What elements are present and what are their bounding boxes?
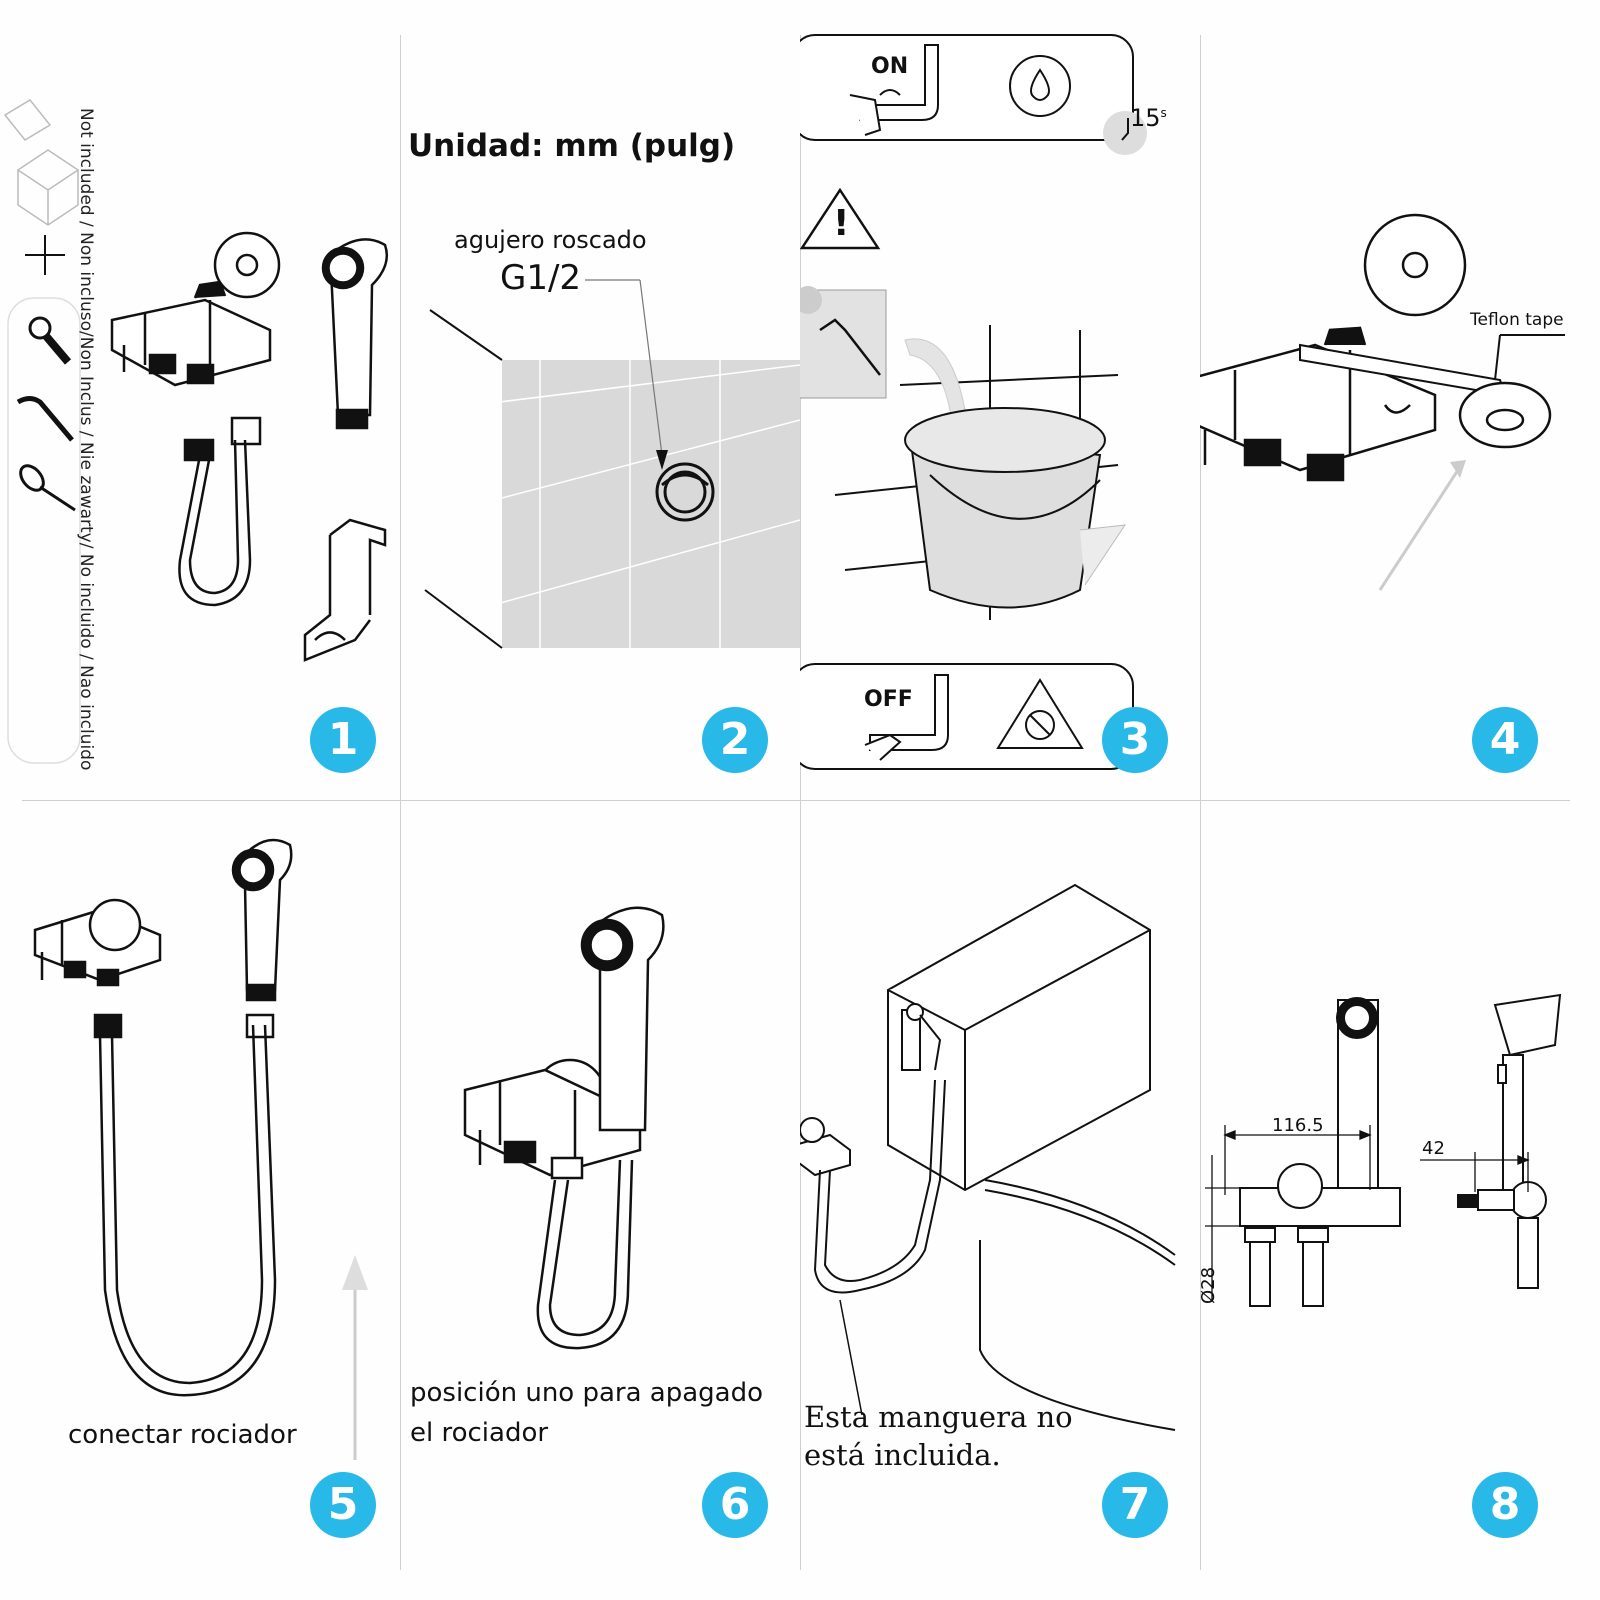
divider-h (22, 800, 1570, 801)
tank-sprayer (901, 1003, 942, 1071)
angle-valve (110, 231, 281, 387)
step-badge-7: 7 (1102, 1472, 1168, 1538)
arrow-up-icon-5 (342, 1255, 368, 1290)
valve-on-icon (849, 44, 939, 136)
panel-step-4: Teflon tape 4 (1200, 0, 1600, 800)
step-badge-1: 1 (310, 707, 376, 773)
screwdriver-icon (19, 464, 76, 512)
on-label: ON (871, 54, 909, 79)
timer-icon (1103, 111, 1147, 155)
no-water-icon (996, 678, 1084, 749)
sprayer-head-5 (231, 838, 293, 1002)
long-hose (93, 1013, 277, 1397)
off-label: OFF (864, 687, 913, 712)
hex-key-icon (16, 396, 74, 442)
position-caption-line2: el rociador (410, 1418, 549, 1448)
hose-not-included-line1: Esta manguera no (804, 1400, 1073, 1434)
side-view (1457, 993, 1562, 1289)
sprayer-head (321, 238, 389, 430)
panel-step-8: 116.5 42 Ø28 8 (1200, 800, 1600, 1600)
tank-hose (813, 1079, 946, 1294)
front-view (1239, 997, 1401, 1307)
hose-not-included-line2: está incluida. (804, 1438, 1001, 1472)
divider-v3 (1200, 35, 1201, 1570)
threaded-hole (655, 462, 715, 522)
toilet-install-illustration (800, 883, 1176, 1431)
tools-box (7, 297, 81, 764)
assembled-sprayer (580, 906, 665, 1132)
valve-small (33, 898, 162, 987)
step-badge-3: 3 (1102, 707, 1168, 773)
wrench-icon (28, 316, 72, 365)
width-dim-line (1223, 1125, 1372, 1195)
dimensions-drawing (1205, 993, 1562, 1307)
valve-body (1200, 326, 1437, 482)
teflon-tape-label: Teflon tape (1470, 310, 1564, 330)
flush-illustration (800, 34, 1147, 770)
step-badge-2: 2 (702, 707, 768, 773)
not-included-text: Not included / Non incluso/Non Inclus / … (76, 108, 96, 771)
flexible-hose (178, 416, 262, 607)
panel-step-6: posición uno para apagado el rociador 6 (400, 800, 800, 1600)
panel-step-3: ON 15s ! OFF 3 (800, 0, 1200, 800)
warning-mark: ! (833, 203, 850, 244)
diameter-dim-line (1205, 1155, 1240, 1300)
divider-v1 (400, 35, 401, 1570)
step-badge-8: 8 (1472, 1472, 1538, 1538)
wall-flange (1363, 213, 1467, 317)
panel-step-5: conectar rociador 5 (0, 800, 400, 1600)
timer-seconds: 15s (1130, 104, 1167, 132)
panel-step-1: Not included / Non incluso/Non Inclus / … (0, 0, 400, 800)
connect-sprayer-caption: conectar rociador (68, 1420, 297, 1450)
connect-sprayer-illustration (33, 838, 368, 1460)
panel-step-7: Esta manguera no está incluida. 7 (800, 800, 1200, 1600)
panel-step-2: Unidad: mm (pulg) agujero roscado G1/2 2 (400, 0, 800, 800)
width-dimension: 116.5 (1272, 1115, 1324, 1136)
timer-seconds-value: 15 (1130, 104, 1161, 132)
arrow-up-icon (1450, 460, 1466, 478)
teflon-tape-illustration (1200, 213, 1565, 591)
toilet-bowl (979, 1179, 1176, 1431)
depth-dim-line (1420, 1152, 1530, 1192)
depth-dimension: 42 (1422, 1138, 1445, 1159)
threaded-hole-label: agujero roscado (454, 226, 647, 254)
step-badge-6: 6 (702, 1472, 768, 1538)
assembled-hose (536, 1159, 634, 1350)
small-valve-7 (800, 1117, 851, 1177)
tape-roll (1458, 381, 1552, 449)
off-callout (800, 663, 1134, 770)
panel-1-illustration (3, 99, 389, 764)
wall-tile-illustration (424, 279, 800, 649)
on-callout (800, 34, 1134, 141)
box-icon (16, 149, 80, 226)
divider-v2 (800, 35, 801, 1570)
valve-off-icon (864, 674, 949, 761)
bucket (904, 407, 1106, 609)
step-badge-5: 5 (310, 1472, 376, 1538)
assembled-valve (463, 1058, 642, 1180)
water-drop-icon (1009, 55, 1071, 117)
position-caption-line1: posición uno para apagado (410, 1378, 764, 1408)
thread-size-label: G1/2 (500, 258, 582, 298)
unit-label: Unidad: mm (pulg) (408, 128, 736, 164)
assembled-sprayer-illustration (463, 906, 665, 1350)
warning-icon (800, 187, 881, 250)
sprayer-holder (303, 518, 387, 662)
step-badge-4: 4 (1472, 707, 1538, 773)
diameter-dimension: Ø28 (1200, 1266, 1220, 1305)
timer-seconds-unit: s (1160, 106, 1167, 120)
toilet-tank (887, 883, 1151, 1192)
